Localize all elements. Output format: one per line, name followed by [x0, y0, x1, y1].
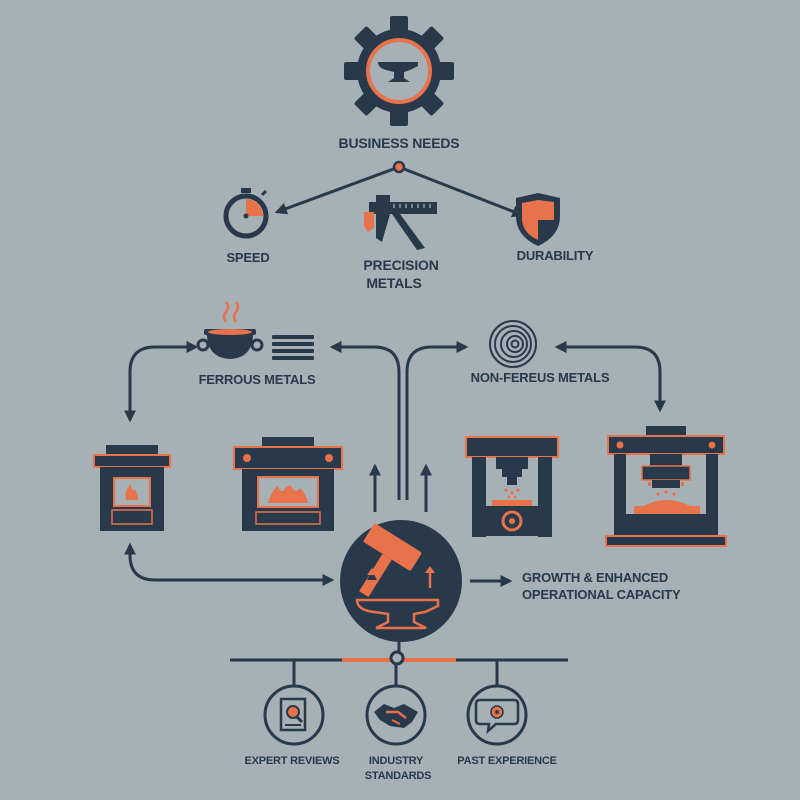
forge-icon — [233, 437, 343, 531]
caliper-icon — [364, 195, 437, 250]
gear-anvil-icon — [344, 16, 454, 126]
industry-label: INDUSTRY — [368, 755, 424, 767]
expert-reviews-label: EXPERT REVIEWS — [244, 755, 340, 767]
speed-label: SPEED — [226, 250, 270, 265]
metal-bars-icon — [272, 335, 314, 360]
arrow-to-durability — [398, 165, 525, 218]
non-ferrous-metals-label: NON-FEREUS METALS — [470, 370, 610, 385]
needs-node — [392, 160, 406, 174]
small-anvil — [378, 62, 418, 82]
large-press-icon — [605, 426, 727, 547]
ferrous-metals-label: FERROUS METALS — [198, 372, 316, 387]
chat-gear-icon — [466, 684, 528, 746]
hydraulic-press-icon — [465, 436, 559, 537]
precision-label: PRECISION — [363, 257, 439, 273]
past-experience-label: PAST EXPERIENCE — [457, 755, 557, 767]
arrow-center-nonferrous — [405, 341, 469, 500]
arrow-furnace-core — [124, 542, 335, 586]
crucible-icon — [196, 301, 264, 359]
stopwatch-icon — [223, 188, 269, 239]
validation-node — [389, 650, 405, 666]
arrow-nonferrous-press — [554, 341, 666, 413]
furnace-icon — [93, 445, 171, 531]
outcome-line-2: OPERATIONAL CAPACITY — [522, 587, 681, 602]
arrow-center-ferrous — [329, 341, 401, 500]
durability-label: DURABILITY — [516, 248, 594, 263]
metals-label: METALS — [366, 275, 422, 291]
shield-icon — [516, 193, 560, 246]
connectors — [124, 165, 666, 688]
business-needs-label: BUSINESS NEEDS — [338, 135, 460, 151]
hammer-anvil-icon — [340, 520, 462, 642]
standards-label: STANDARDS — [364, 770, 432, 782]
metal-coil-icon — [489, 320, 537, 368]
document-search-icon — [263, 684, 325, 746]
outcome-line-1: GROWTH & ENHANCED — [522, 570, 669, 585]
arrow-ferrous-furnace — [124, 341, 199, 423]
arrow-to-speed — [274, 165, 400, 215]
handshake-icon — [365, 684, 427, 746]
